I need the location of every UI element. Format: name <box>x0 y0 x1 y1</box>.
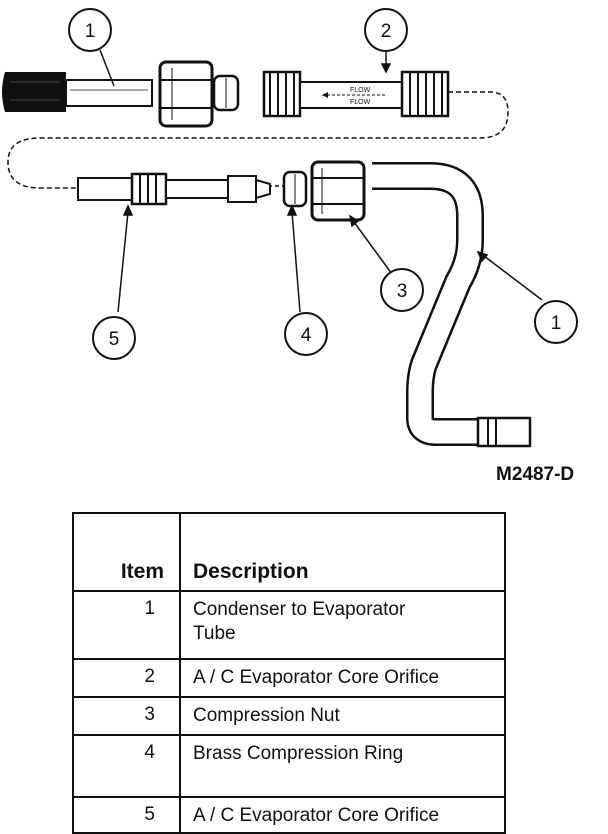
callout-circle-3 <box>380 268 424 312</box>
callout-circle-2 <box>364 8 408 52</box>
arrowhead-4 <box>286 204 298 216</box>
flow-label-bottom: FLOW <box>350 99 371 106</box>
leader-line-1-top <box>99 49 115 87</box>
callout-number-2: 2 <box>381 21 392 42</box>
callout-number-1-top: 1 <box>85 21 96 42</box>
leader-line-4 <box>291 211 301 313</box>
callout-circle-1-top <box>68 8 112 52</box>
item-number: 2 <box>72 658 181 698</box>
item-description-line: Condenser to Evaporator <box>193 599 406 620</box>
compression-nut-middle <box>310 160 366 222</box>
item-description-line: Tube <box>193 623 236 644</box>
flow-label-top: FLOW <box>350 87 371 94</box>
callout-number-5: 5 <box>109 329 120 350</box>
callout-circle-4 <box>284 312 328 356</box>
item-description: Compression Nut <box>179 696 506 736</box>
tube-end-top <box>2 71 153 113</box>
compression-ring-middle <box>282 170 308 208</box>
callout-circle-5 <box>92 316 136 360</box>
item-description: Condenser to Evaporator Tube <box>179 590 506 660</box>
arrowhead-1-right <box>476 250 489 263</box>
compression-ring-top <box>212 74 240 112</box>
callout-number-1-right: 1 <box>551 313 562 334</box>
bent-tube-right <box>372 162 532 448</box>
item-description: A / C Evaporator Core Orifice <box>179 658 506 698</box>
column-header-item: Item <box>72 512 181 592</box>
orifice-fitting-top: FLOW FLOW <box>262 70 450 118</box>
parts-table: Item Description 1 Condenser to Evaporat… <box>72 512 506 834</box>
arrowhead-2 <box>380 63 392 74</box>
item-number: 3 <box>72 696 181 736</box>
item-number: 1 <box>72 590 181 660</box>
compression-nut-top <box>158 60 214 128</box>
table-row: 2 A / C Evaporator Core Orifice <box>72 658 506 698</box>
callout-circle-1-right <box>534 300 578 344</box>
arrowhead-3 <box>348 214 360 228</box>
table-row: 1 Condenser to Evaporator Tube <box>72 590 506 660</box>
leader-line-3 <box>353 221 393 275</box>
arrowhead-5 <box>122 204 134 216</box>
exploded-parts-diagram: FLOW FLOW <box>2 8 578 485</box>
column-header-description: Description <box>179 512 506 592</box>
leader-line-5 <box>117 211 129 313</box>
assembly-path-line <box>7 91 509 189</box>
callout-number-3: 3 <box>397 281 408 302</box>
table-row: 3 Compression Nut <box>72 696 506 736</box>
item-description: Brass Compression Ring <box>179 734 506 798</box>
leader-line-1-right <box>483 255 543 301</box>
figure-id: M2487-D <box>496 464 574 485</box>
item-number: 4 <box>72 734 181 798</box>
table-row: 4 Brass Compression Ring <box>72 734 506 798</box>
callout-number-4: 4 <box>301 325 312 346</box>
orifice-part-five <box>77 172 271 206</box>
table-header-row: Item Description <box>72 512 506 592</box>
